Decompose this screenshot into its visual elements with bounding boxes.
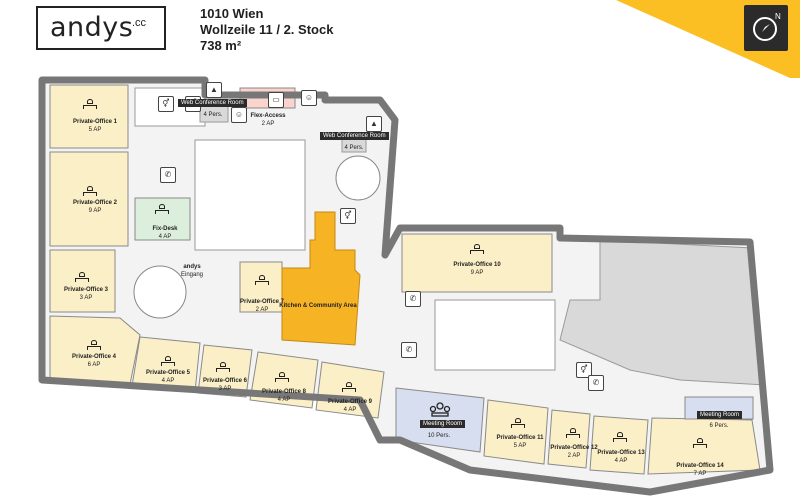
room-po12 [547, 409, 591, 469]
desk-icon [693, 438, 707, 450]
toilet-icon: ⚥ [158, 96, 174, 112]
desk-icon [342, 382, 356, 394]
toilet-icon: ⚥ [340, 208, 356, 224]
desk-icon [75, 272, 89, 284]
phone-icon: ✆ [588, 375, 604, 391]
desk-icon [83, 99, 97, 111]
desk-icon [83, 186, 97, 198]
tag-web2: Web Conference Room [320, 132, 389, 140]
logo-text: andys [50, 12, 134, 43]
room-po3 [49, 249, 116, 313]
room-po10 [401, 233, 553, 293]
address: 1010 Wien Wollzeile 11 / 2. Stock 738 m² [200, 6, 333, 54]
desk-icon [87, 340, 101, 352]
desk-icon [511, 418, 525, 430]
desk-icon [470, 244, 484, 256]
user-icon: ☺ [301, 90, 317, 106]
room-po2 [49, 151, 129, 247]
cap-meet1: 10 Pers. [427, 433, 451, 439]
address-line-3: 738 m² [200, 38, 242, 53]
logo: andys .cc [36, 6, 166, 50]
room-kitchen [281, 211, 361, 346]
courtyard-1 [194, 139, 306, 251]
desk-icon [155, 204, 169, 216]
desk-icon [613, 432, 627, 444]
phone-icon: ✆ [401, 342, 417, 358]
logo-suffix: .cc [132, 17, 147, 29]
desk-icon [216, 362, 230, 374]
desk-icon [161, 356, 175, 368]
desk-icon [275, 372, 289, 384]
address-line-1: 1010 Wien [200, 6, 264, 21]
room-po13 [589, 415, 649, 475]
room-po4 [49, 315, 141, 385]
cap-meet2: 6 Pers. [709, 423, 729, 429]
phone-icon: ✆ [160, 167, 176, 183]
desk-icon [255, 275, 269, 287]
courtyard-2 [434, 299, 556, 371]
user-icon: ☺ [231, 107, 247, 123]
address-line-2: Wollzeile 11 / 2. Stock [200, 22, 334, 37]
room-po1 [49, 84, 129, 149]
room-po6 [197, 344, 253, 398]
laptop-icon: ▭ [268, 92, 284, 108]
phone-icon: ✆ [405, 291, 421, 307]
cap-web1: 4 Pers. [203, 112, 223, 118]
tag-meet1: Meeting Room [420, 420, 466, 428]
desk-icon [566, 428, 580, 440]
room-po11 [483, 399, 549, 465]
label-kitchen: Kitchen & Community Area [279, 303, 357, 309]
tag-web1: Web Conference Room [178, 99, 247, 107]
elevator-icon: ▲ [366, 116, 382, 132]
toilet-icon: ⚥ [576, 362, 592, 378]
meeting-icon [429, 402, 451, 417]
elevator-icon: ▲ [206, 82, 222, 98]
compass-icon: N [744, 5, 788, 51]
cap-web2: 4 Pers. [344, 145, 364, 151]
svg-text:N: N [775, 12, 781, 21]
tag-meet2: Meeting Room [697, 411, 743, 419]
